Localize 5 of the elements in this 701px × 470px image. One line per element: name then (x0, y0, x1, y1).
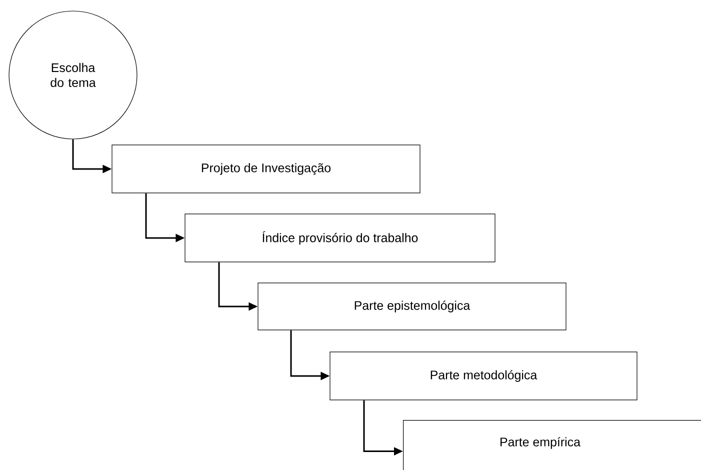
process-box: Parte epistemológica (258, 282, 566, 330)
process-box: Parte empírica (403, 420, 701, 470)
process-box: Parte metodológica (330, 352, 638, 400)
process-box: Índice provisório do trabalho (184, 214, 496, 262)
process-box: Projeto de Investigação (112, 144, 420, 194)
